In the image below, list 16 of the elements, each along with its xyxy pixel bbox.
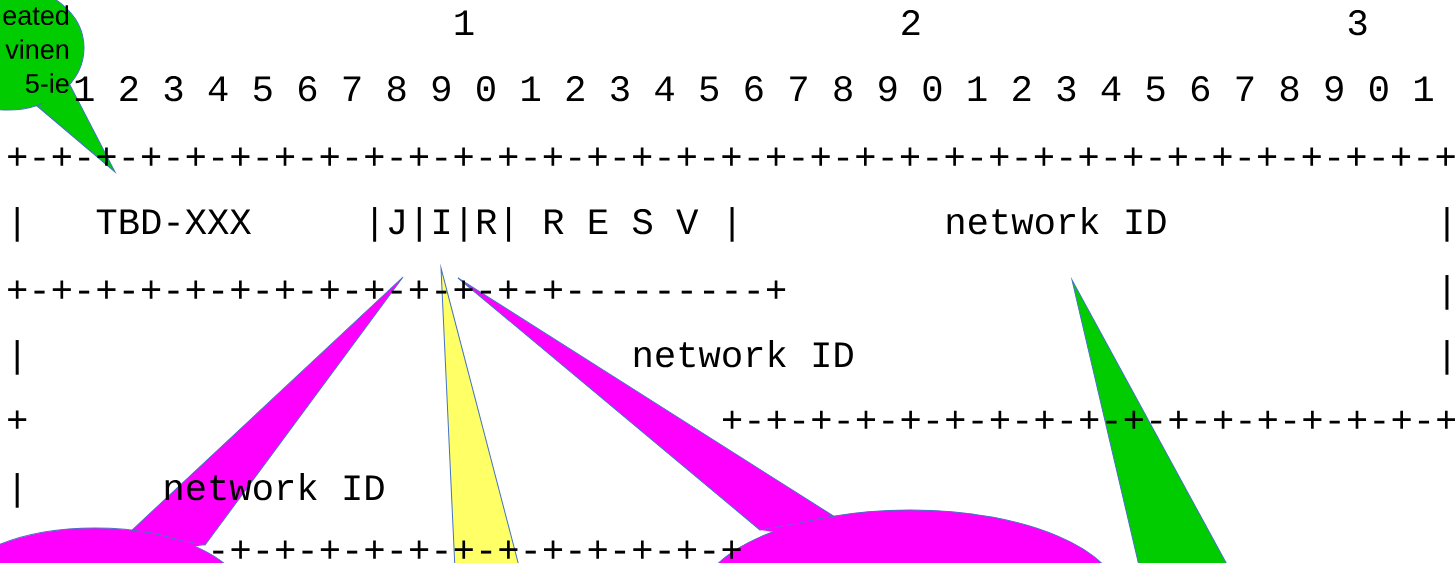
- field-name: R E S V: [545, 209, 699, 235]
- field-name: network ID: [634, 340, 853, 368]
- bit-number: 3: [1348, 10, 1367, 36]
- field-border: |: [15, 473, 19, 508]
- field-name: TBD-XXX: [96, 209, 251, 234]
- field-border: |: [1445, 340, 1449, 375]
- field-border: |: [1445, 207, 1449, 242]
- field-border: |: [1445, 275, 1449, 310]
- bit-number: 2: [902, 10, 920, 35]
- field-border: |: [730, 207, 734, 242]
- ruler-line: +: [8, 410, 27, 429]
- bit-number: 1: [455, 10, 474, 35]
- field-name: network ID: [947, 207, 1166, 235]
- field-border: |: [15, 340, 19, 375]
- field-border: |: [15, 207, 19, 242]
- flag-fields: |J|I|R|: [373, 207, 511, 242]
